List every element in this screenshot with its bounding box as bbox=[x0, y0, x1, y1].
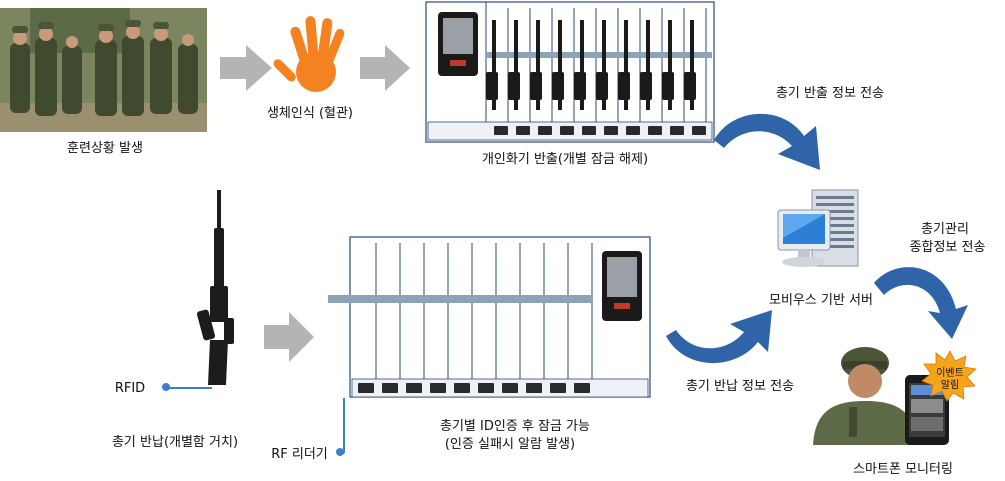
rf-reader-label: RF 리더기 bbox=[271, 447, 328, 462]
flow-arrow-right-icon bbox=[264, 312, 314, 362]
send-return-info-label: 총기 반납 정보 전송 bbox=[685, 379, 795, 394]
biometric-label: 생체인식 (혈관) bbox=[266, 106, 354, 121]
curved-arrow-icon bbox=[874, 267, 968, 339]
curved-arrow-icon bbox=[714, 113, 820, 170]
mgmt-info-label-2: 종합정보 전송 bbox=[909, 240, 986, 255]
weapon-rack-out bbox=[425, 1, 715, 143]
curved-arrow-icon bbox=[666, 310, 772, 364]
rifle-icon bbox=[196, 190, 234, 385]
weapon-rack-in bbox=[328, 236, 651, 398]
flow-arrow-right-icon bbox=[220, 45, 272, 91]
rfid-label: RFID bbox=[114, 381, 146, 396]
flow-arrow-right-icon bbox=[360, 45, 410, 91]
return-label: 총기 반납(개별함 거치) bbox=[111, 435, 239, 450]
training-label: 훈련상황 발생 bbox=[67, 141, 143, 156]
mgmt-info-label-1: 총기관리 bbox=[921, 222, 969, 237]
rf-reader-pin-line bbox=[339, 452, 344, 454]
rack-in-label-2: (인증 실패시 알람 발생) bbox=[444, 437, 576, 452]
server-computer-icon bbox=[777, 189, 859, 267]
event-alarm-label-2: 알림 bbox=[940, 380, 960, 391]
server-label: 모비우스 기반 서버 bbox=[769, 293, 873, 308]
rf-reader-pin-line-v bbox=[343, 398, 345, 453]
training-photo bbox=[0, 8, 207, 132]
rack-in-label-1: 총기별 ID인증 후 잠금 가능 bbox=[440, 419, 590, 434]
rack-out-label: 개인화기 반출(개별 잠금 해제) bbox=[481, 152, 649, 167]
rfid-pin-line bbox=[166, 387, 212, 389]
hand-icon bbox=[273, 16, 345, 92]
send-out-info-label: 총기 반출 정보 전송 bbox=[775, 86, 885, 101]
smartphone-label: 스마트폰 모니터링 bbox=[853, 462, 953, 477]
event-alarm-label-1: 이벤트 bbox=[936, 368, 964, 379]
alarm-burst-icon bbox=[921, 350, 977, 402]
